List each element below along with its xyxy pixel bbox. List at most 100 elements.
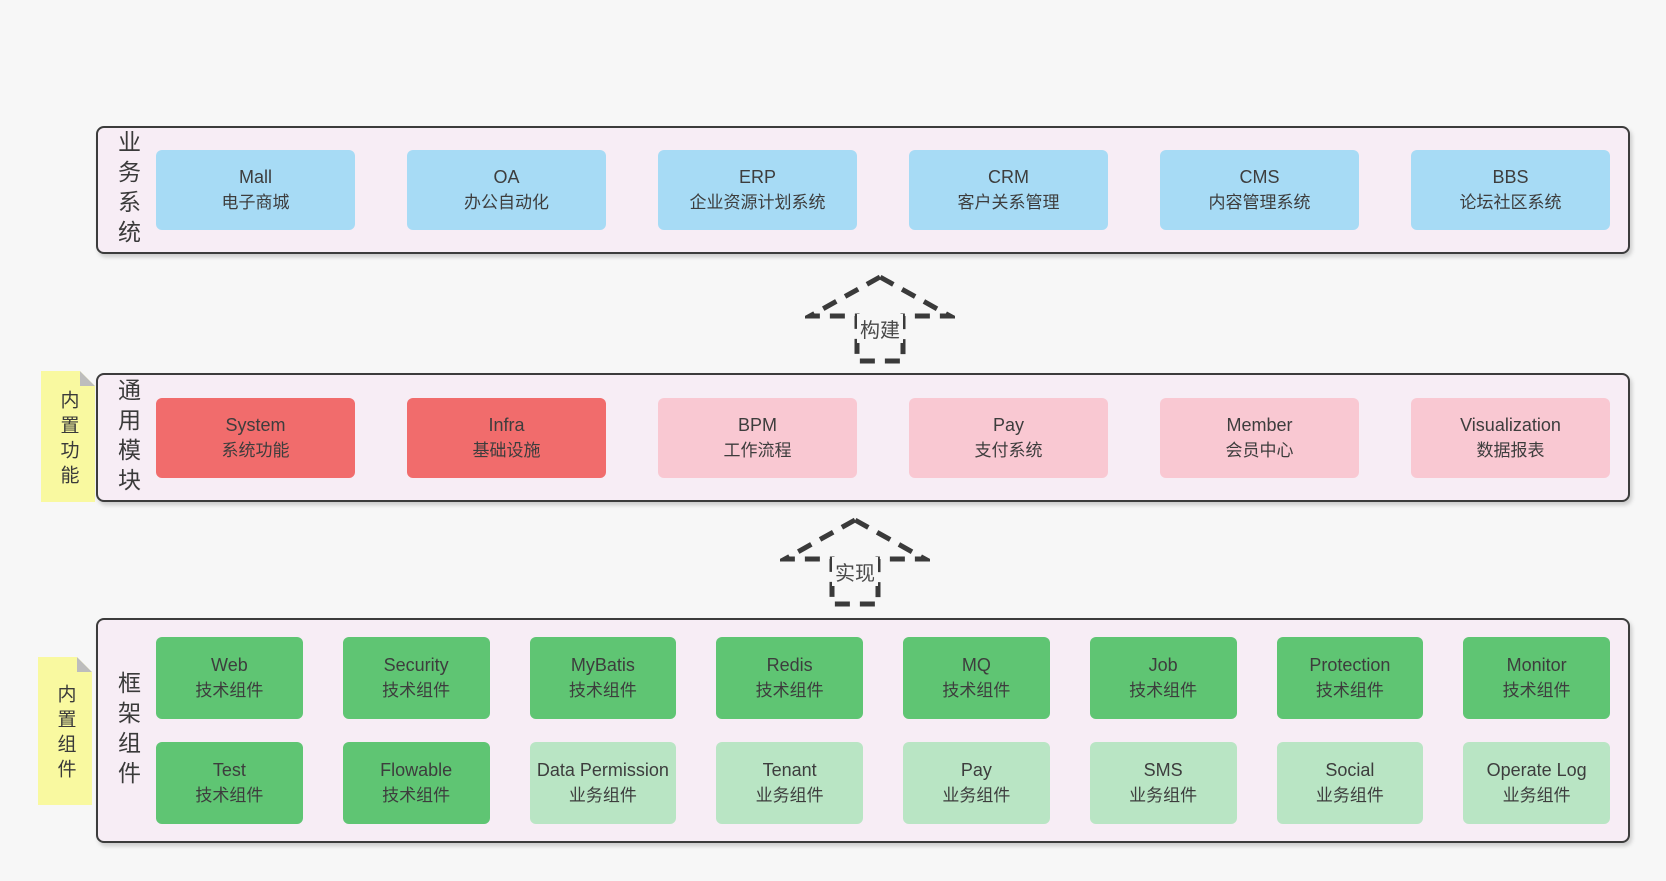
box-mq: MQ 技术组件 xyxy=(903,637,1050,719)
box-desc: 业务组件 xyxy=(755,786,824,805)
box-bpm: BPM 工作流程 xyxy=(658,397,857,478)
sticky-text: 内置功能 xyxy=(57,389,79,490)
box-oa: OA 办公自动化 xyxy=(407,150,606,230)
modules-box-row: System 系统功能 Infra 基础设施 BPM 工作流程 Pay 支付系统… xyxy=(156,397,1610,478)
sticky-note-builtin-components: 内置组件 xyxy=(38,657,92,805)
layer-label-column: 通用模块 xyxy=(98,375,156,500)
box-pay: Pay 支付系统 xyxy=(909,397,1108,478)
box-desc: 基础设施 xyxy=(472,440,541,460)
box-name: OA xyxy=(493,167,520,187)
box-name: Visualization xyxy=(1460,414,1561,435)
box-monitor: Monitor 技术组件 xyxy=(1463,637,1610,719)
box-name: Test xyxy=(212,760,246,780)
box-crm: CRM 客户关系管理 xyxy=(909,150,1108,230)
box-name: Operate Log xyxy=(1486,760,1587,780)
box-tenant: Tenant 业务组件 xyxy=(716,742,863,824)
business-box-row: Mall 电子商城 OA 办公自动化 ERP 企业资源计划系统 CRM 客户关系… xyxy=(156,150,1610,230)
box-desc: 办公自动化 xyxy=(464,193,549,212)
box-name: Redis xyxy=(766,655,813,675)
box-desc: 技术组件 xyxy=(1315,681,1384,700)
box-mybatis: MyBatis 技术组件 xyxy=(529,637,677,719)
box-data-permission: Data Permission 业务组件 xyxy=(529,742,677,824)
box-name: Member xyxy=(1226,414,1293,435)
arrow-build: 构建 xyxy=(805,274,955,364)
sticky-text: 内置组件 xyxy=(54,684,76,784)
box-desc: 业务组件 xyxy=(1315,786,1384,805)
box-mall: Mall 电子商城 xyxy=(156,150,355,230)
layer-framework-components: 框架组件 Web 技术组件 Security 技术组件 MyBatis 技术组件… xyxy=(96,618,1630,843)
box-job: Job 技术组件 xyxy=(1089,637,1237,719)
box-desc: 论坛社区系统 xyxy=(1459,193,1562,212)
components-box-row-1: Web 技术组件 Security 技术组件 MyBatis 技术组件 Redi… xyxy=(156,637,1610,719)
up-block-arrow-icon xyxy=(780,517,930,607)
box-desc: 技术组件 xyxy=(195,786,264,805)
box-redis: Redis 技术组件 xyxy=(716,637,863,719)
arrow-build-label: 构建 xyxy=(857,314,903,343)
box-name: Security xyxy=(383,655,449,675)
box-desc: 电子商城 xyxy=(221,193,290,212)
box-name: SMS xyxy=(1143,760,1183,780)
box-name: CRM xyxy=(988,167,1029,187)
components-box-row-2: Test 技术组件 Flowable 技术组件 Data Permission … xyxy=(156,742,1610,824)
box-operate-log: Operate Log 业务组件 xyxy=(1463,742,1610,824)
box-name: Pay xyxy=(992,414,1025,435)
box-erp: ERP 企业资源计划系统 xyxy=(658,150,857,230)
arrow-implement-label: 实现 xyxy=(832,557,878,586)
box-name: Mall xyxy=(238,167,272,187)
business-boxes-area: Mall 电子商城 OA 办公自动化 ERP 企业资源计划系统 CRM 客户关系… xyxy=(156,128,1628,252)
box-desc: 企业资源计划系统 xyxy=(689,193,826,212)
box-desc: 业务组件 xyxy=(568,786,637,805)
box-desc: 技术组件 xyxy=(382,786,451,805)
box-desc: 支付系统 xyxy=(974,440,1043,460)
box-name: ERP xyxy=(738,167,776,187)
box-name: BPM xyxy=(737,414,777,435)
box-name: Protection xyxy=(1309,655,1391,675)
box-desc: 技术组件 xyxy=(755,681,824,700)
layer-label-column: 业务系统 xyxy=(98,128,156,252)
box-desc: 技术组件 xyxy=(942,681,1011,700)
box-pay-business: Pay 业务组件 xyxy=(903,742,1050,824)
layer-label-column: 框架组件 xyxy=(98,620,156,841)
box-desc: 内容管理系统 xyxy=(1208,193,1311,212)
box-social: Social 业务组件 xyxy=(1276,742,1424,824)
box-name: BBS xyxy=(1492,167,1529,187)
box-member: Member 会员中心 xyxy=(1160,397,1359,478)
sticky-note-builtin-features: 内置功能 xyxy=(41,371,95,502)
box-security: Security 技术组件 xyxy=(342,637,490,719)
box-infra: Infra 基础设施 xyxy=(407,397,606,478)
box-desc: 业务组件 xyxy=(1129,786,1198,805)
box-desc: 数据报表 xyxy=(1476,440,1545,460)
box-test: Test 技术组件 xyxy=(156,742,303,824)
box-name: CMS xyxy=(1239,167,1280,187)
box-name: MQ xyxy=(961,655,991,675)
box-name: Flowable xyxy=(380,760,453,780)
folded-corner xyxy=(77,657,92,672)
box-flowable: Flowable 技术组件 xyxy=(342,742,490,824)
layer-components-label: 框架组件 xyxy=(114,670,141,791)
box-desc: 系统功能 xyxy=(221,440,290,460)
up-block-arrow-icon xyxy=(805,274,955,364)
box-sms: SMS 业务组件 xyxy=(1089,742,1237,824)
arrow-implement: 实现 xyxy=(780,517,930,607)
box-desc: 业务组件 xyxy=(942,786,1011,805)
box-desc: 技术组件 xyxy=(382,681,451,700)
box-name: Job xyxy=(1148,655,1178,675)
box-name: Data Permission xyxy=(536,760,669,780)
box-desc: 技术组件 xyxy=(1129,681,1198,700)
box-bbs: BBS 论坛社区系统 xyxy=(1411,150,1610,230)
box-name: Tenant xyxy=(762,760,817,780)
box-name: Pay xyxy=(960,760,992,780)
box-name: Monitor xyxy=(1506,655,1567,675)
layer-modules-label: 通用模块 xyxy=(114,377,141,498)
box-desc: 客户关系管理 xyxy=(957,193,1060,212)
modules-boxes-area: System 系统功能 Infra 基础设施 BPM 工作流程 Pay 支付系统… xyxy=(156,375,1628,500)
box-cms: CMS 内容管理系统 xyxy=(1160,150,1359,230)
folded-corner xyxy=(80,371,95,386)
box-desc: 业务组件 xyxy=(1502,786,1571,805)
box-system: System 系统功能 xyxy=(156,397,355,478)
layer-business-systems: 业务系统 Mall 电子商城 OA 办公自动化 ERP 企业资源计划系统 CRM xyxy=(96,126,1630,254)
box-name: System xyxy=(225,414,286,435)
layer-common-modules: 通用模块 System 系统功能 Infra 基础设施 BPM 工作流程 Pay xyxy=(96,373,1630,502)
box-name: Social xyxy=(1325,760,1375,780)
